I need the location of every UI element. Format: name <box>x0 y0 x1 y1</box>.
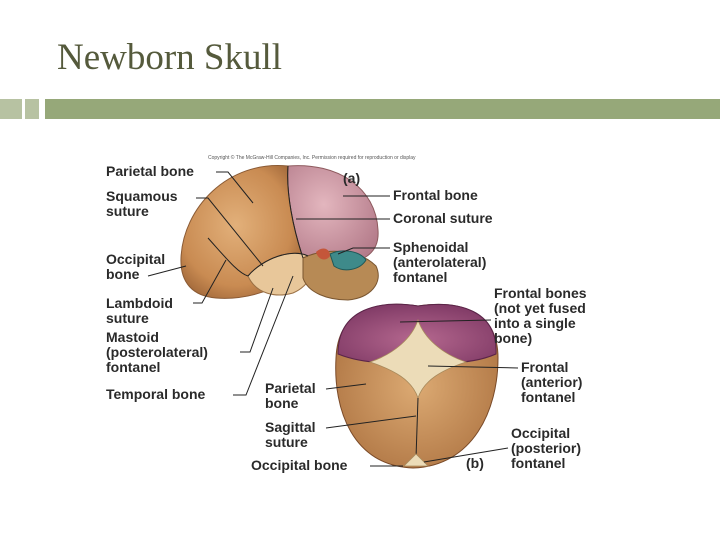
label-occipital-bone-top: Occipital bone <box>251 457 348 473</box>
leader-occipital-bone <box>147 265 187 277</box>
leader-temporal-bone <box>233 275 294 396</box>
label-sphenoidal-fontanel: Sphenoidal (anterolateral) fontanel <box>393 239 490 285</box>
posterior-fontanel-shape <box>403 453 429 467</box>
label-parietal-bone-top: Parietal bone <box>265 380 319 411</box>
superior-skull-view <box>335 303 499 469</box>
label-occipital-fontanel: Occipital (posterior) fontanel <box>511 425 585 471</box>
leader-lambdoid-suture <box>193 259 227 304</box>
leader-mastoid-fontanel <box>240 287 274 353</box>
lateral-orbit-red <box>316 248 330 260</box>
title-accent-square <box>25 99 39 119</box>
leader-sagittal-suture <box>325 415 417 429</box>
label-temporal-bone: Temporal bone <box>106 386 206 402</box>
title-accent-bar <box>45 99 720 119</box>
skull-diagram-svg: Copyright © The McGraw-Hill Companies, I… <box>106 154 590 473</box>
coronal-suture-line <box>287 165 304 259</box>
sagittal-suture-line <box>415 397 419 459</box>
label-frontal-bones: Frontal bones (not yet fused into a sing… <box>494 285 590 346</box>
leader-frontal-bones <box>399 319 492 323</box>
copyright-note: Copyright © The McGraw-Hill Companies, I… <box>208 154 416 161</box>
panel-b-tag: (b) <box>466 455 484 471</box>
title-accent-square <box>0 99 22 119</box>
leader-frontal-fontanel <box>427 365 519 369</box>
label-squamous-suture: Squamous suture <box>106 188 181 219</box>
leader-parietal-bone <box>216 171 254 204</box>
label-frontal-fontanel: Frontal (anterior) fontanel <box>521 359 586 405</box>
label-mastoid-fontanel: Mastoid (posterolateral) fontanel <box>106 329 212 375</box>
lambdoid-suture-line <box>207 237 249 277</box>
squamous-suture-line <box>247 252 309 277</box>
newborn-skull-figure: Copyright © The McGraw-Hill Companies, I… <box>98 148 618 480</box>
panel-a-tag: (a) <box>343 170 360 186</box>
leader-sphenoidal-fontanel <box>337 247 390 255</box>
slide-title: Newborn Skull <box>57 37 283 78</box>
label-frontal-bone: Frontal bone <box>393 187 478 203</box>
label-occipital-bone: Occipital bone <box>106 251 169 282</box>
label-lambdoid-suture: Lambdoid suture <box>106 295 177 326</box>
label-coronal-suture: Coronal suture <box>393 210 493 226</box>
label-parietal-bone: Parietal bone <box>106 163 194 179</box>
leader-occipital-fontanel <box>423 447 509 463</box>
leader-parietal-bone-top <box>325 383 367 390</box>
lateral-sphenoid-detail <box>329 250 367 271</box>
lateral-skull-view <box>180 165 379 301</box>
leader-squamous-suture <box>196 197 264 267</box>
label-sagittal-suture: Sagittal suture <box>265 419 319 450</box>
